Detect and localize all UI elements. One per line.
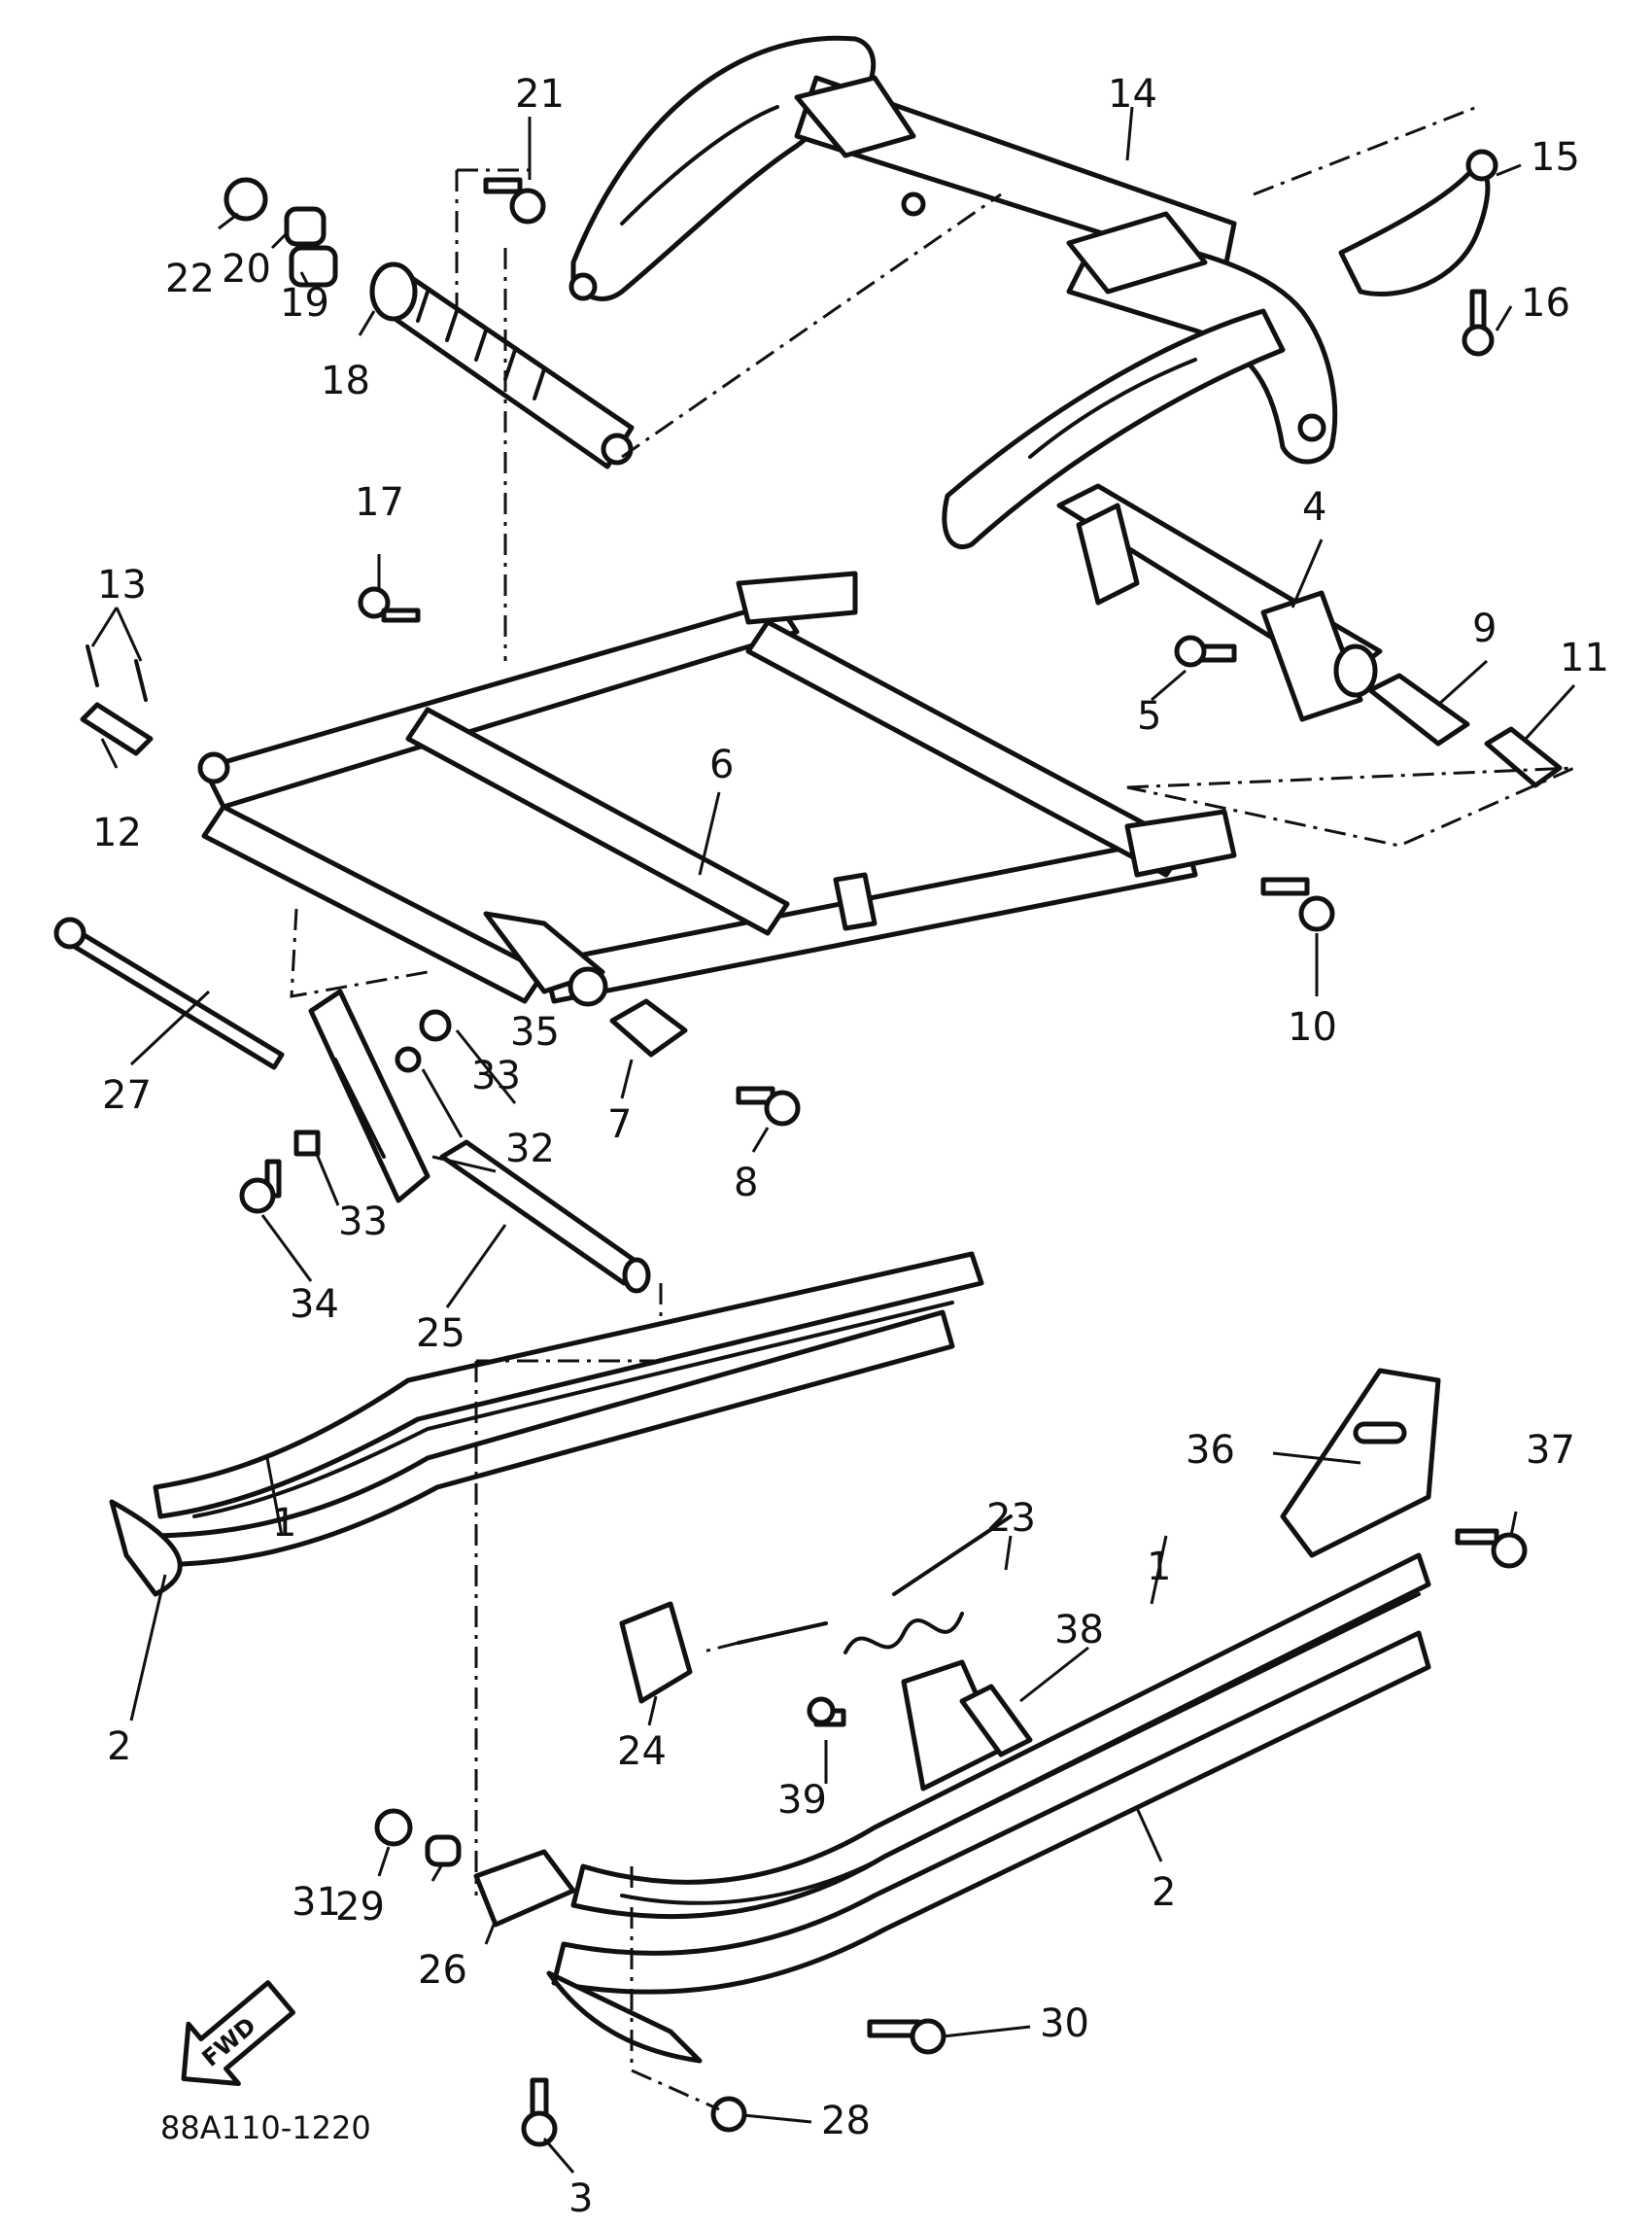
- callout-13: 13: [97, 563, 147, 608]
- callout-33b: 33: [338, 1200, 388, 1244]
- part-33-washer-a: [395, 1046, 422, 1073]
- callout-9: 9: [1472, 607, 1497, 651]
- diagram-code: 88A110-1220: [160, 2109, 371, 2146]
- assembly-lines: [290, 105, 1575, 2111]
- callout-36: 36: [1186, 1428, 1235, 1473]
- part-35-nut: [419, 1009, 452, 1042]
- part-12-pin: [80, 702, 154, 756]
- callout-20: 20: [222, 247, 271, 292]
- callout-38: 38: [1054, 1608, 1104, 1652]
- callout-16: 16: [1521, 281, 1570, 326]
- callout-7: 7: [607, 1102, 632, 1147]
- callout-28: 28: [821, 2099, 871, 2143]
- callout-31: 31: [292, 1880, 341, 1925]
- part-9-sleeve: [1367, 673, 1470, 747]
- fwd-arrow-icon: FWD: [181, 1980, 295, 2086]
- callout-2a: 2: [107, 1724, 131, 1769]
- part-28-nut: [710, 2096, 747, 2133]
- callout-1a: 1: [272, 1501, 296, 1546]
- callout-21: 21: [515, 72, 565, 117]
- callout-3: 3: [568, 2176, 593, 2221]
- part-2-runner-left: [109, 1499, 183, 1597]
- callout-23: 23: [986, 1496, 1036, 1541]
- part-15-bracket: [1338, 149, 1498, 296]
- callout-35: 35: [510, 1010, 560, 1055]
- part-39-bolt: [807, 1696, 846, 1727]
- part-5-bolt: [1174, 635, 1237, 668]
- callout-30: 30: [1040, 2001, 1089, 2046]
- callout-37: 37: [1526, 1428, 1575, 1473]
- callout-15: 15: [1531, 135, 1580, 180]
- part-27-long-bolt: [53, 917, 285, 1070]
- part-33-washer-b: [293, 1130, 321, 1157]
- callout-6: 6: [709, 743, 734, 787]
- callout-26: 26: [418, 1948, 467, 1993]
- callout-2b: 2: [1152, 1870, 1176, 1915]
- callout-27: 27: [102, 1073, 152, 1118]
- callout-12: 12: [92, 811, 142, 855]
- part-11-sleeve: [1484, 726, 1563, 788]
- part-19-bushing: [289, 245, 338, 288]
- part-26-block: [473, 1849, 576, 1928]
- callout-11: 11: [1560, 636, 1609, 680]
- part-20-bushing: [284, 206, 327, 247]
- callout-25: 25: [416, 1311, 465, 1356]
- part-31-nut: [374, 1808, 413, 1847]
- part-32-link: [308, 989, 430, 1203]
- callout-17: 17: [355, 480, 404, 525]
- part-1-slide-rail-left: [138, 1251, 984, 1568]
- callout-5: 5: [1137, 694, 1161, 739]
- part-17-bolt: [358, 586, 421, 623]
- callout-34: 34: [290, 1282, 339, 1327]
- callout-33a: 33: [471, 1054, 521, 1098]
- callout-10: 10: [1288, 1005, 1337, 1050]
- part-4-shaft: [1056, 483, 1383, 722]
- part-30-bolt: [867, 2018, 946, 2055]
- callout-22: 22: [165, 257, 215, 301]
- part-14-upper-arm: [568, 35, 1338, 549]
- part-34-bolt: [239, 1159, 282, 1214]
- leader-lines: [90, 106, 1576, 2174]
- part-13-pins: [86, 644, 148, 702]
- callout-4: 4: [1302, 485, 1326, 530]
- part-7-collar: [609, 998, 688, 1058]
- callout-numbers: 21 14 15 16 22 20 19 18 17 13 12 4 9 11 …: [92, 72, 1609, 2221]
- part-2-runner-right: [546, 1970, 703, 2064]
- callout-19: 19: [280, 281, 329, 326]
- part-6-frame: [197, 571, 1237, 1007]
- part-22-nut: [224, 177, 268, 222]
- part-38-arm: [901, 1659, 1033, 1791]
- part-10-bolt: [1260, 877, 1335, 932]
- callout-8: 8: [734, 1161, 758, 1205]
- callout-29: 29: [335, 1885, 385, 1930]
- part-37-bolt: [1455, 1528, 1528, 1569]
- part-29-collar: [425, 1834, 462, 1867]
- part-25-shaft: [439, 1139, 651, 1294]
- part-16-bolt: [1462, 289, 1495, 357]
- part-23-spring: [737, 1514, 1013, 1654]
- callout-24: 24: [617, 1729, 667, 1774]
- callout-14: 14: [1108, 72, 1157, 117]
- part-21-bolt: [483, 177, 546, 225]
- part-24-clamp: [619, 1601, 693, 1704]
- part-8-bolt: [736, 1086, 801, 1127]
- callout-18: 18: [321, 359, 370, 403]
- callout-39: 39: [777, 1778, 827, 1823]
- callout-1b: 1: [1147, 1545, 1171, 1589]
- callout-32: 32: [505, 1127, 555, 1171]
- part-3-bolt: [521, 2077, 558, 2147]
- part-1-slide-rail-right: [551, 1552, 1431, 1995]
